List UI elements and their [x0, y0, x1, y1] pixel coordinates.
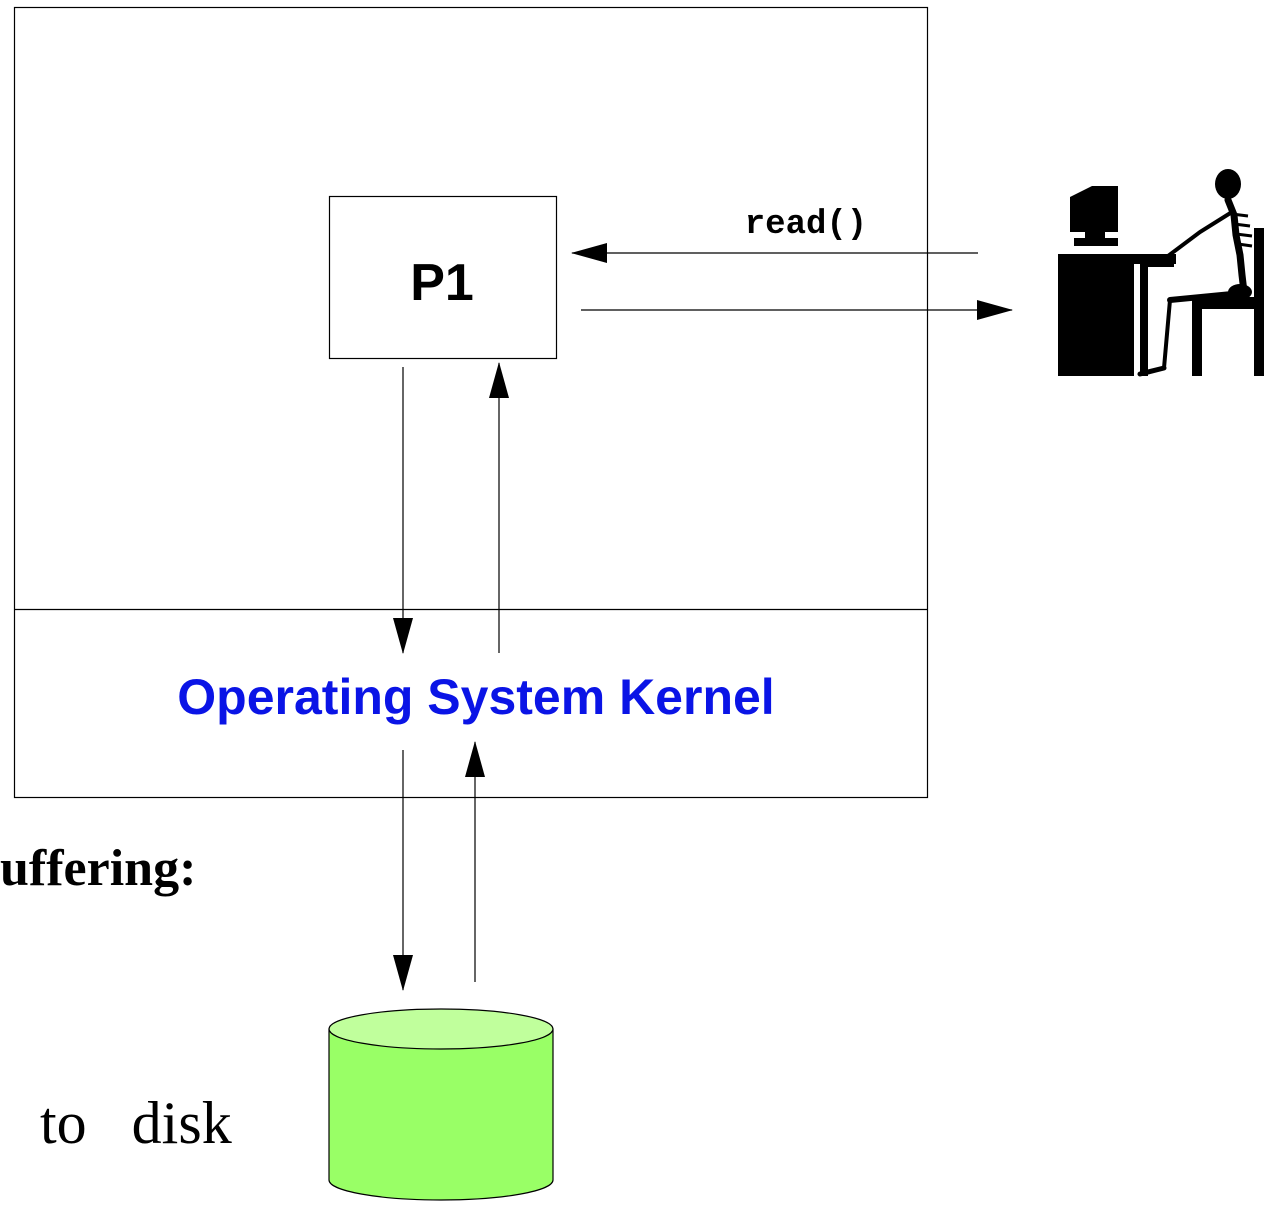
kernel-label: Operating System Kernel: [177, 669, 774, 725]
system-box: [13, 6, 929, 799]
computer-user-icon: [1058, 169, 1264, 377]
buffering-heading-fragment: uffering:: [0, 840, 196, 897]
system-call-label: read(): [745, 206, 867, 244]
process-box: [328, 195, 558, 360]
process-label: P1: [410, 254, 474, 312]
to-disk-text: to disk: [40, 1090, 232, 1156]
disk-cylinder-icon: [328, 1008, 554, 1201]
